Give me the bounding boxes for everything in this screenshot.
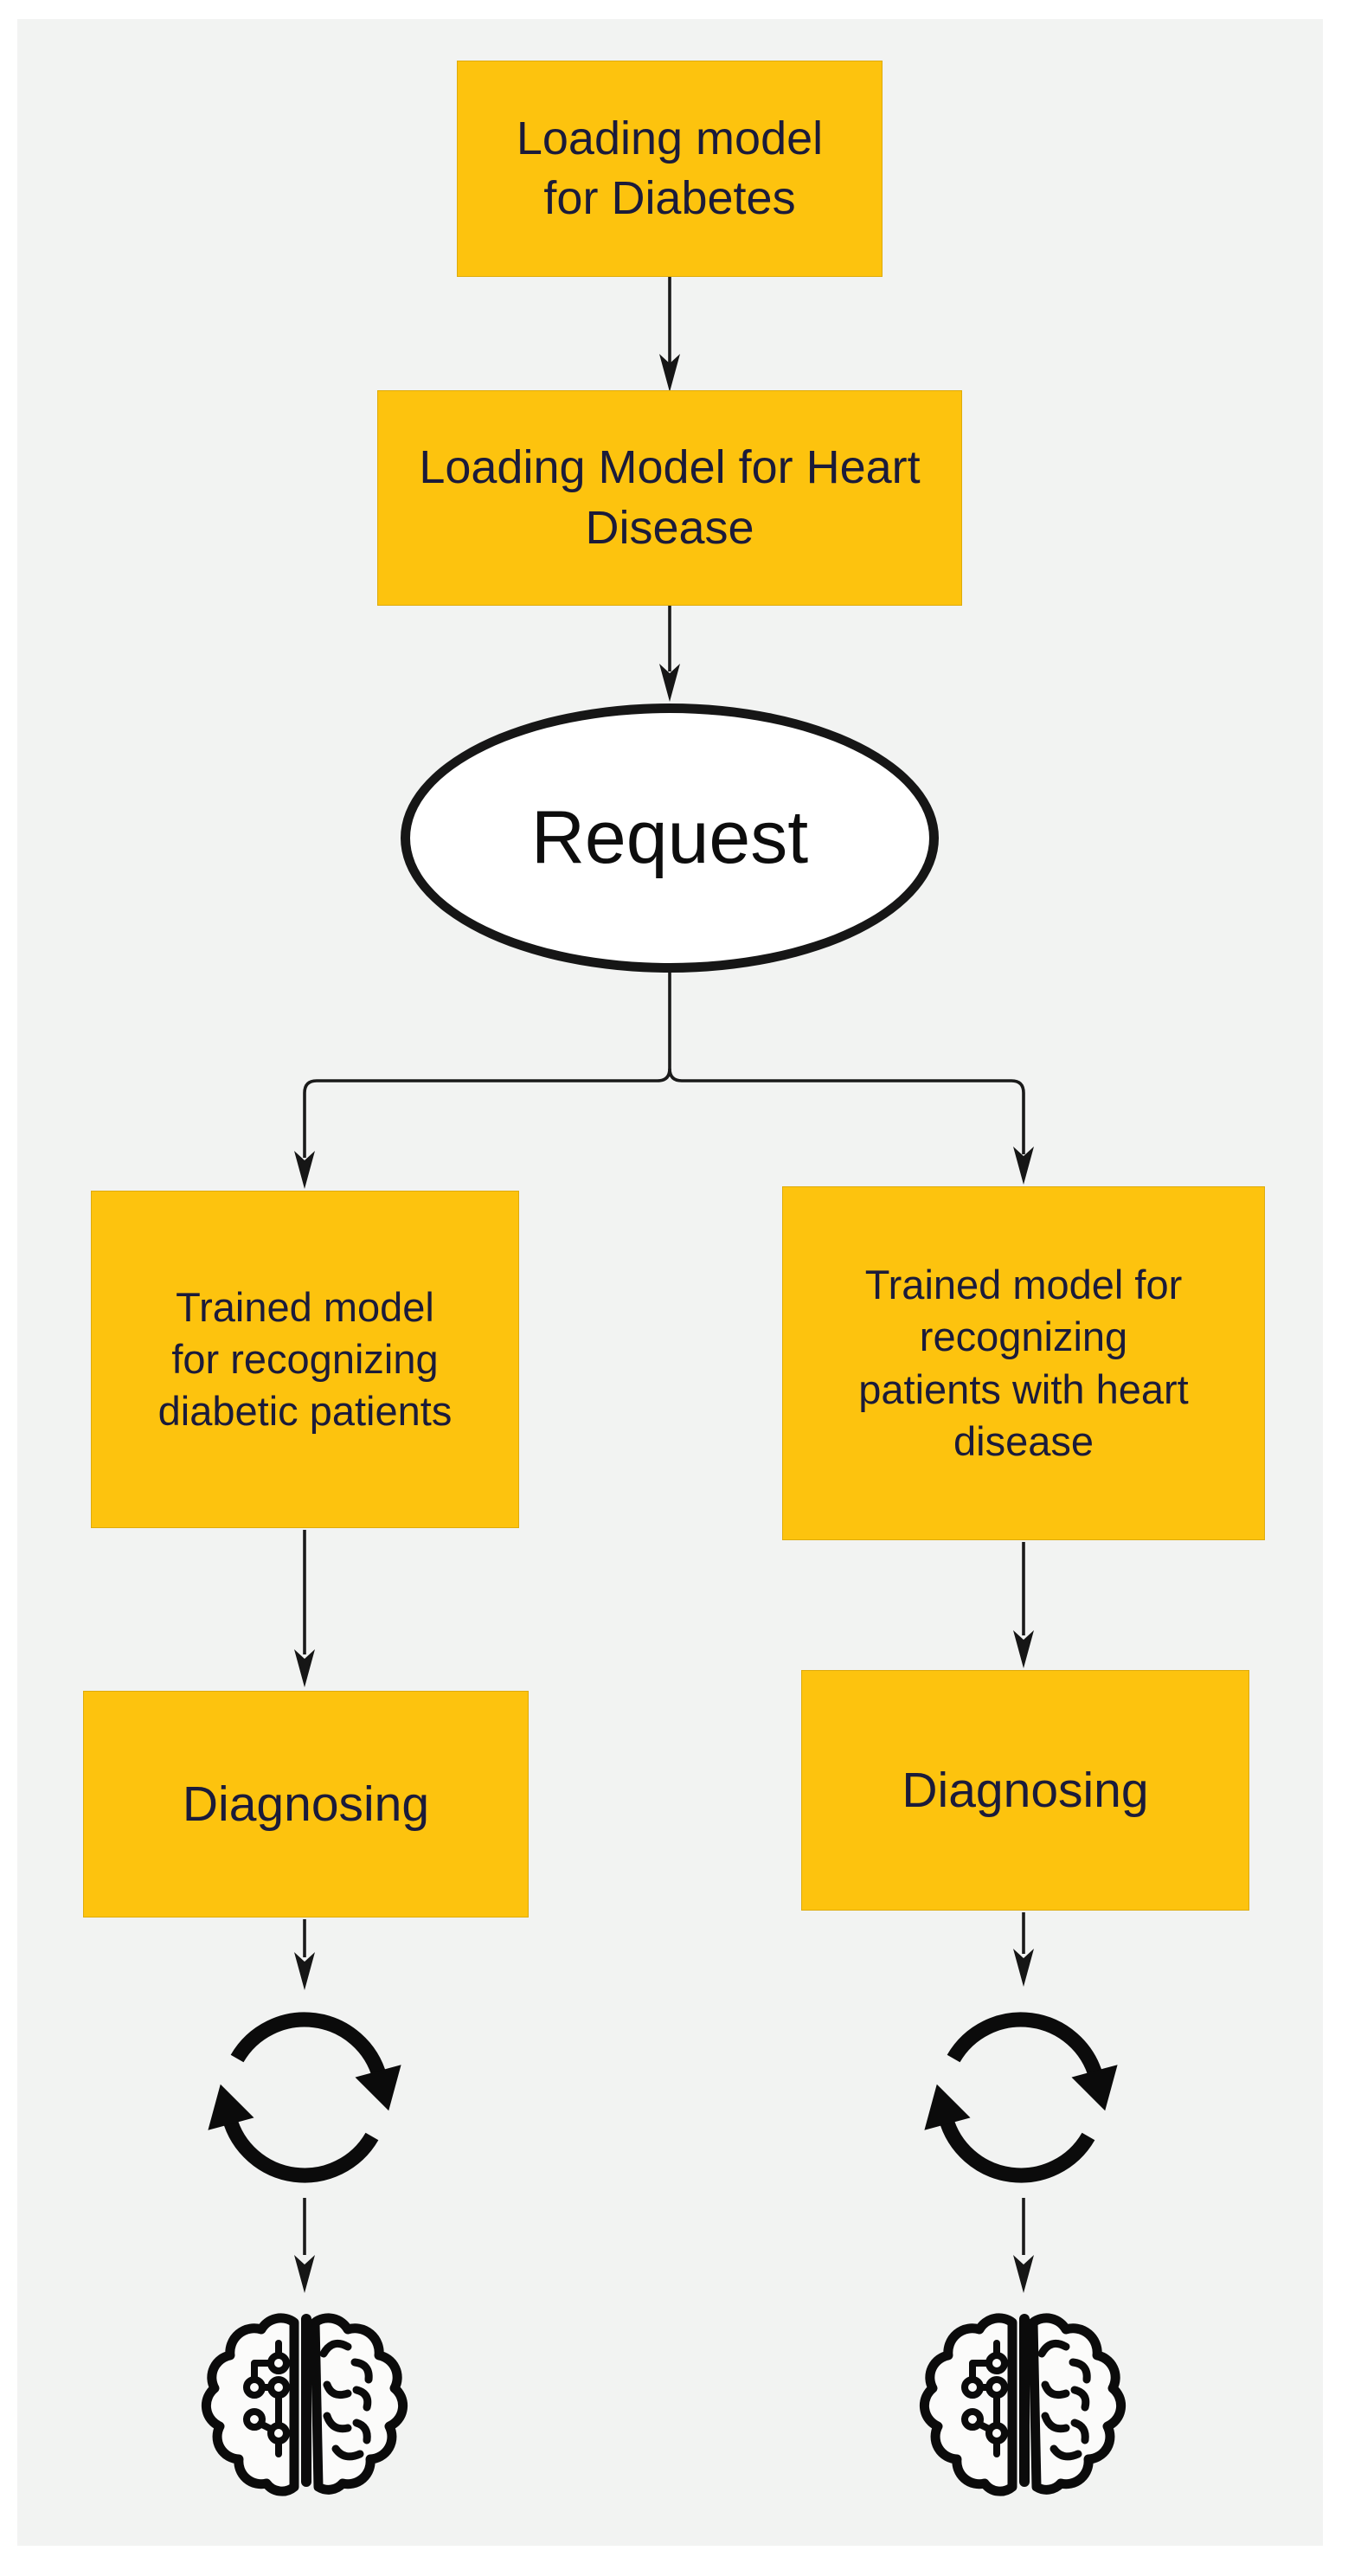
node-trained-model-diabetic: Trained model for recognizing diabetic p… (91, 1191, 519, 1528)
ai-brain-icon (924, 2318, 1120, 2491)
sync-icon (924, 2020, 1117, 2175)
node-diagnosing-left: Diagnosing (83, 1691, 529, 1918)
node-label: Loading model for Diabetes (516, 112, 824, 224)
node-loading-model-heart-disease: Loading Model for Heart Disease (377, 390, 962, 606)
node-label: Diagnosing (182, 1776, 430, 1832)
node-label: Diagnosing (902, 1762, 1149, 1818)
sync-icon (208, 2020, 401, 2175)
node-loading-model-diabetes: Loading model for Diabetes (457, 61, 883, 277)
connector-request-split (303, 971, 1025, 1158)
node-request-ellipse: Request (401, 703, 939, 973)
node-label: Loading Model for Heart Disease (419, 441, 921, 554)
node-label: Trained model for recognizing diabetic p… (157, 1283, 453, 1435)
node-trained-model-heart: Trained model for recognizing patients w… (782, 1186, 1265, 1540)
node-label: Request (530, 796, 809, 879)
node-label: Trained model for recognizing patients w… (858, 1262, 1189, 1464)
node-diagnosing-right: Diagnosing (801, 1670, 1249, 1911)
ai-brain-icon (206, 2318, 402, 2491)
